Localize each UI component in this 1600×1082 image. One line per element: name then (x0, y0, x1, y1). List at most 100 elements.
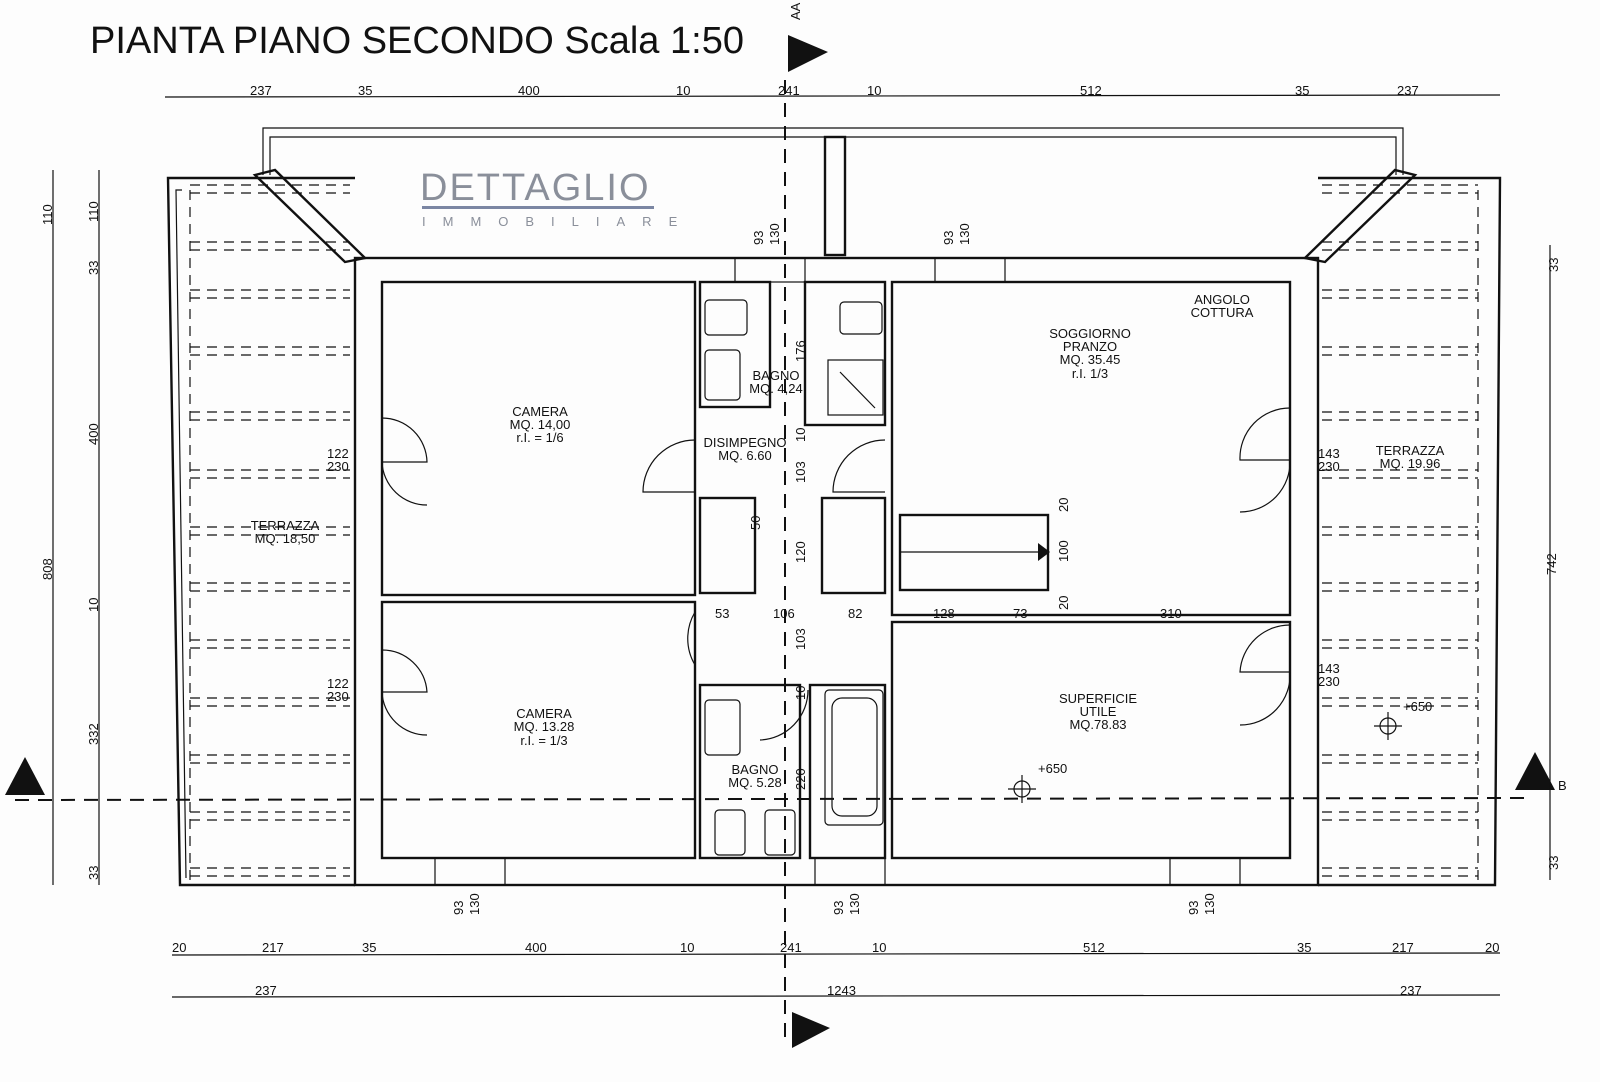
shower-icon (827, 359, 884, 416)
dimension-label: 220 (793, 768, 808, 790)
dimension-label: 20 (1056, 498, 1071, 512)
section-arrow-left (5, 757, 45, 795)
svg-text:PRANZO: PRANZO (1063, 339, 1117, 354)
dimension-label: 237 (1400, 983, 1422, 998)
dimension-label: 122 (327, 446, 349, 461)
svg-text:CAMERA: CAMERA (512, 404, 568, 419)
svg-text:TERRAZZA: TERRAZZA (251, 518, 320, 533)
dimension-label: 217 (262, 940, 284, 955)
svg-text:UTILE: UTILE (1080, 704, 1117, 719)
dimension-label: 10 (872, 940, 886, 955)
watermark-logo: DETTAGLIO IMMOBILIARE (420, 167, 694, 229)
dimension-label: 130 (1202, 893, 1217, 915)
dimension-label: 512 (1083, 940, 1105, 955)
dimension-label: 10 (676, 83, 690, 98)
dimension-label: 241 (778, 83, 800, 98)
svg-text:DISIMPEGNO: DISIMPEGNO (703, 435, 786, 450)
section-line-b (14, 797, 1531, 801)
svg-text:COTTURA: COTTURA (1191, 305, 1254, 320)
dimension-label: 120 (793, 541, 808, 563)
svg-text:MQ. 18,50: MQ. 18,50 (255, 531, 316, 546)
svg-text:SOGGIORNO: SOGGIORNO (1049, 326, 1131, 341)
watermark-subtext: IMMOBILIARE (422, 214, 694, 229)
section-label-aa: AA (788, 2, 803, 20)
dimension-label: 742 (1544, 553, 1559, 575)
dimension-label: 310 (1160, 606, 1182, 621)
dimension-label: 230 (327, 689, 349, 704)
toilet-icon (839, 301, 883, 335)
level-label: +650 (1038, 761, 1067, 776)
svg-text:BAGNO: BAGNO (732, 762, 779, 777)
dimension-label: 110 (86, 201, 101, 222)
dimension-label: 400 (525, 940, 547, 955)
dimension-label: 33 (86, 866, 101, 880)
dimension-label: 93 (831, 901, 846, 915)
section-arrow-top (788, 35, 828, 72)
dimension-label: 103 (793, 628, 808, 650)
dimension-label: 106 (773, 606, 795, 621)
dimension-label: 100 (1056, 540, 1071, 562)
svg-text:MQ. 14,00: MQ. 14,00 (510, 417, 571, 432)
dimension-label: 143 (1318, 661, 1340, 676)
bidet-icon (764, 809, 796, 856)
dimension-label: 237 (1397, 83, 1419, 98)
dimension-label: 35 (358, 83, 372, 98)
svg-text:r.I. = 1/6: r.I. = 1/6 (516, 430, 563, 445)
dimension-label: 35 (1295, 83, 1309, 98)
washbasin-icon (704, 699, 741, 756)
toilet-icon (714, 809, 746, 856)
dimension-label: 1243 (827, 983, 856, 998)
roof-outline (252, 127, 1418, 264)
dimension-label: 237 (250, 83, 272, 98)
dimension-label: 230 (1318, 459, 1340, 474)
dimension-label: 73 (1013, 606, 1027, 621)
washbasin-icon (704, 349, 741, 401)
dimension-label: 93 (941, 231, 956, 245)
dimension-label: 400 (518, 83, 540, 98)
dimension-lines (52, 94, 1551, 998)
dimension-label: 35 (362, 940, 376, 955)
svg-text:MQ. 4,24: MQ. 4,24 (749, 381, 802, 396)
section-markers: AA B (5, 2, 1567, 1048)
svg-text:SUPERFICIE: SUPERFICIE (1059, 691, 1137, 706)
dimension-label: 808 (40, 558, 55, 580)
dimension-label: 10 (680, 940, 694, 955)
dimension-label: 93 (451, 901, 466, 915)
dimension-label: 110 (40, 204, 55, 225)
dimension-label: 93 (751, 231, 766, 245)
dimension-label: 512 (1080, 83, 1102, 98)
dimension-label: 33 (1546, 856, 1561, 870)
svg-text:BAGNO: BAGNO (753, 368, 800, 383)
dimension-label: 10 (867, 83, 881, 98)
dimension-label: 20 (172, 940, 186, 955)
dimension-label: 93 (1186, 901, 1201, 915)
dimension-label: 82 (848, 606, 862, 621)
svg-text:MQ. 5.28: MQ. 5.28 (728, 775, 781, 790)
svg-text:r.I. = 1/3: r.I. = 1/3 (520, 733, 567, 748)
svg-text:MQ. 19.96: MQ. 19.96 (1380, 456, 1441, 471)
svg-text:MQ. 13.28: MQ. 13.28 (514, 719, 575, 734)
dimension-label: 400 (86, 423, 101, 445)
dimension-label: 230 (327, 459, 349, 474)
dimension-label: 130 (767, 223, 782, 245)
watermark-text: DETTAGLIO (420, 167, 651, 209)
dimension-label: 332 (86, 723, 101, 745)
svg-text:MQ. 6.60: MQ. 6.60 (718, 448, 771, 463)
dimension-labels: 237 35 400 10 241 10 512 35 237 20 217 35 400 10 241 10… (40, 83, 1561, 998)
dimension-label: 237 (255, 983, 277, 998)
dimension-label: 176 (793, 340, 808, 362)
svg-text:TERRAZZA: TERRAZZA (1376, 443, 1445, 458)
dimension-label: 10 (86, 598, 101, 612)
dimension-label: 122 (327, 676, 349, 691)
dimension-label: 143 (1318, 446, 1340, 461)
dimension-label: 241 (780, 940, 802, 955)
dimension-label: 20 (1485, 940, 1499, 955)
dimension-label: 33 (86, 261, 101, 275)
